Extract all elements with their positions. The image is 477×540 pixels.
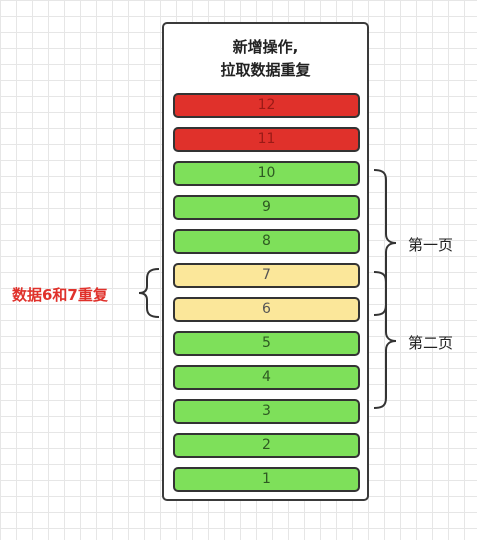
data-bar-7: 7 xyxy=(173,263,360,288)
page-two-brace xyxy=(373,271,397,409)
duplicate-note-label: 数据6和7重复 xyxy=(12,286,108,304)
data-bar-9: 9 xyxy=(173,195,360,220)
data-bar-4: 4 xyxy=(173,365,360,390)
data-list-panel: 新增操作, 拉取数据重复 12 11 10 9 8 7 6 5 4 3 2 1 xyxy=(162,22,369,501)
panel-title: 新增操作, 拉取数据重复 xyxy=(164,36,367,82)
data-bar-5: 5 xyxy=(173,331,360,356)
title-line-2: 拉取数据重复 xyxy=(220,61,311,79)
duplicate-brace xyxy=(138,268,160,318)
page-two-label: 第二页 xyxy=(408,334,454,352)
data-bar-10: 10 xyxy=(173,161,360,186)
data-bar-12: 12 xyxy=(173,93,360,118)
data-bar-8: 8 xyxy=(173,229,360,254)
data-bar-3: 3 xyxy=(173,399,360,424)
title-line-1: 新增操作, xyxy=(232,38,299,56)
data-bar-2: 2 xyxy=(173,433,360,458)
page-one-label: 第一页 xyxy=(408,236,454,254)
data-bar-6: 6 xyxy=(173,297,360,322)
data-bar-1: 1 xyxy=(173,467,360,492)
data-bar-11: 11 xyxy=(173,127,360,152)
